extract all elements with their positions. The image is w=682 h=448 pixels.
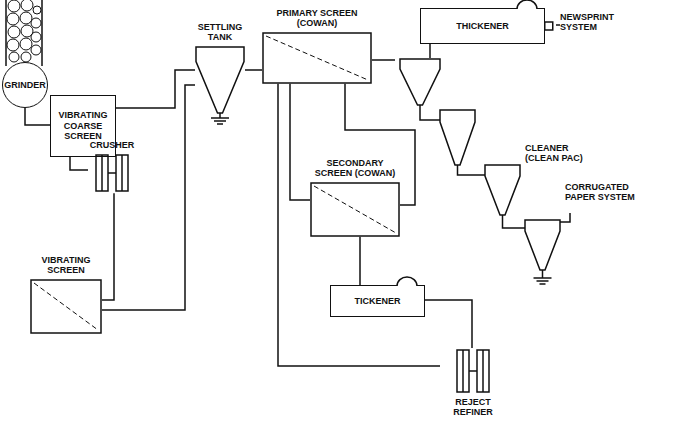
label-text: GRINDER <box>4 80 46 90</box>
label-text: PRIMARY SCREEN (COWAN) <box>262 8 372 29</box>
shape-outline <box>396 276 418 286</box>
shape-outline <box>440 348 506 394</box>
shape-outline <box>88 153 136 193</box>
label-text: TICKENER <box>354 296 400 306</box>
shape-outline <box>395 58 600 290</box>
flow-line <box>116 70 195 108</box>
refiner-node: REJECT REFINER <box>440 348 506 418</box>
shape-outline <box>516 0 538 9</box>
shape-outline <box>544 21 554 31</box>
flow-line <box>290 84 310 200</box>
flow-line <box>429 44 431 58</box>
box-node: TICKENER <box>330 285 425 317</box>
flow-line <box>359 237 361 285</box>
screen-node: VIBRATING SCREEN <box>30 255 102 334</box>
shape-outline <box>30 279 102 334</box>
system-label: CORRUGATED PAPER SYSTEM <box>565 182 643 203</box>
flow-line <box>425 300 472 348</box>
shape-outline <box>195 46 245 126</box>
circle-node: GRINDER <box>2 62 48 108</box>
system-label: NEWSPRINT SYSTEM <box>560 12 638 33</box>
screen-node: SECONDARY SCREEN (COWAN) <box>310 158 400 237</box>
label-text: CRUSHER <box>88 140 136 150</box>
rolls-node: CRUSHER <box>88 140 136 193</box>
label-text: CLEANER (CLEAN PAC) <box>525 143 597 164</box>
shape-outline <box>310 182 400 237</box>
flow-line <box>102 193 114 300</box>
label-text: REJECT REFINER <box>440 397 506 418</box>
label-text: VIBRATING SCREEN <box>30 255 102 276</box>
flow-line <box>372 59 395 61</box>
box-node: THICKENER <box>420 8 545 44</box>
cone-node: SETTLING TANK <box>195 22 245 126</box>
label-text: SETTLING TANK <box>195 22 245 43</box>
label-text: VIBRATING COARSE SCREEN <box>56 110 110 141</box>
shape-outline <box>262 32 372 84</box>
flow-line <box>278 84 440 366</box>
cleaner-node: CLEANER (CLEAN PAC) <box>395 58 600 290</box>
flow-line <box>25 108 50 125</box>
label-text: SECONDARY SCREEN (COWAN) <box>310 158 400 179</box>
screen-node: PRIMARY SCREEN (COWAN) <box>262 8 372 84</box>
flow-line <box>70 157 88 170</box>
flow-line <box>245 69 262 71</box>
label-text: THICKENER <box>456 21 509 31</box>
